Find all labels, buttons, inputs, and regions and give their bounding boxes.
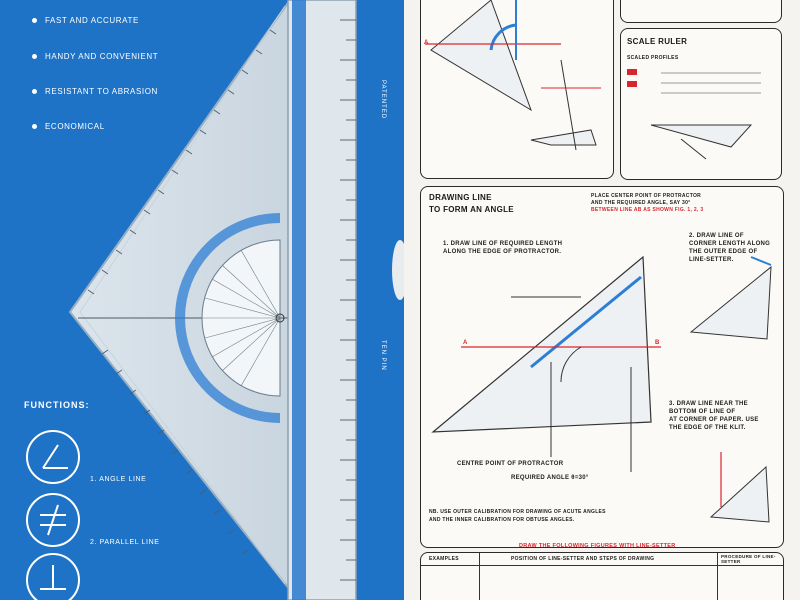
feature-label: HANDY AND CONVENIENT (45, 52, 159, 61)
feature-label: FAST AND ACCURATE (45, 16, 139, 25)
note-line-2: AND THE INNER CALIBRATION FOR OBTUSE ANG… (429, 517, 575, 523)
bullet-icon (32, 89, 37, 95)
angle-drawing-figure (431, 255, 772, 523)
drawing-line-box: DRAWING LINE TO FORM AN ANGLE PLACE CENT… (420, 186, 784, 548)
drawing-line-title-2: TO FORM AN ANGLE (429, 205, 514, 214)
perpendicular-glyph (40, 565, 66, 590)
feature-item-4: ECONOMICAL (32, 122, 105, 131)
step-2-line-4: LINE-SETTER. (689, 257, 734, 263)
bullet-icon (32, 124, 37, 130)
table-header-divider (421, 565, 783, 566)
example-box-top-left (420, 0, 614, 179)
parallel-line-icon (26, 493, 80, 547)
thumb-notch (392, 240, 404, 300)
table-col-procedure: PROCEDURE OF LINE-SETTER (721, 554, 776, 564)
angle-line-icon (26, 430, 80, 484)
ruler-side-label-2: TEN PIN (380, 340, 386, 371)
feature-label: RESISTANT TO ABRASION (45, 87, 158, 96)
feature-item-2: HANDY AND CONVENIENT (32, 52, 158, 61)
example-box-top-right (620, 0, 782, 23)
protractor-arc (175, 213, 281, 423)
step-1-line-2: ALONG THE EDGE OF PROTRACTOR. (443, 249, 562, 255)
table-col-divider-2 (717, 553, 718, 600)
examples-table-box: DRAW THE FOLLOWING FIGURES WITH LINE-SET… (420, 543, 784, 600)
feature-label: ECONOMICAL (45, 122, 105, 131)
table-col-position: POSITION OF LINE-SETTER AND STEPS OF DRA… (511, 556, 655, 562)
scale-ruler-box: SCALE RULER SCALED PROFILES (620, 28, 782, 180)
letter-a-label: A (424, 40, 429, 46)
angle-line-glyph (42, 444, 68, 469)
note-line-1: NB. USE OUTER CALIBRATION FOR DRAWING OF… (429, 509, 606, 515)
letter-b-main: B (655, 340, 660, 346)
step-2-line-1: 2. DRAW LINE OF (689, 233, 744, 239)
line-setter-tool-drawing (68, 0, 404, 600)
scale-ruler-title: SCALE RULER (627, 37, 688, 46)
letter-a-main: A (463, 340, 468, 346)
feature-item-3: RESISTANT TO ABRASION (32, 87, 158, 96)
table-col-examples: EXAMPLES (429, 556, 459, 562)
examples-title: DRAW THE FOLLOWING FIGURES WITH LINE-SET… (519, 543, 676, 549)
function-item-parallel: 2. PARALLEL LINE (90, 539, 160, 546)
bullet-icon (32, 18, 37, 24)
functions-title: FUNCTIONS: (24, 400, 90, 410)
drawing-line-title-1: DRAWING LINE (429, 193, 492, 202)
step-3-line-3: AT CORNER OF PAPER. USE (669, 417, 759, 423)
step-2-line-3: THE OUTER EDGE OF (689, 249, 758, 255)
table-col-divider-1 (479, 553, 480, 600)
step-3-line-1: 3. DRAW LINE NEAR THE (669, 401, 748, 407)
required-angle-label: REQUIRED ANGLE θ=30° (511, 475, 589, 481)
place-instruction-2: AND THE REQUIRED ANGLE, SAY 30° (591, 200, 691, 206)
step-3-line-2: BOTTOM OF LINE OF (669, 409, 736, 415)
step-2-line-2: CORNER LENGTH ALONG (689, 241, 771, 247)
scale-ruler-subtitle: SCALED PROFILES (627, 55, 679, 61)
parallel-line-glyph (40, 504, 66, 536)
letter-a-top: A (424, 40, 429, 46)
scale-ruler-figure (627, 69, 761, 160)
ruler-side-label-1: PATENTED (380, 80, 386, 120)
step-1-line-1: 1. DRAW LINE OF REQUIRED LENGTH (443, 241, 563, 247)
protractor-usage-figure (425, 0, 601, 151)
function-item-angle: 1. ANGLE LINE (90, 476, 147, 483)
place-instruction-1: PLACE CENTER POINT OF PROTRACTOR (591, 193, 702, 199)
feature-item-1: FAST AND ACCURATE (32, 16, 139, 25)
centre-point-label: CENTRE POINT OF PROTRACTOR (457, 461, 564, 467)
perpendicular-line-icon (26, 553, 80, 600)
step-3-line-4: THE EDGE OF THE KLIT. (669, 425, 746, 431)
place-instruction-3: BETWEEN LINE AB AS SHOWN FIG. 1, 2, 3 (591, 207, 704, 213)
bullet-icon (32, 54, 37, 60)
